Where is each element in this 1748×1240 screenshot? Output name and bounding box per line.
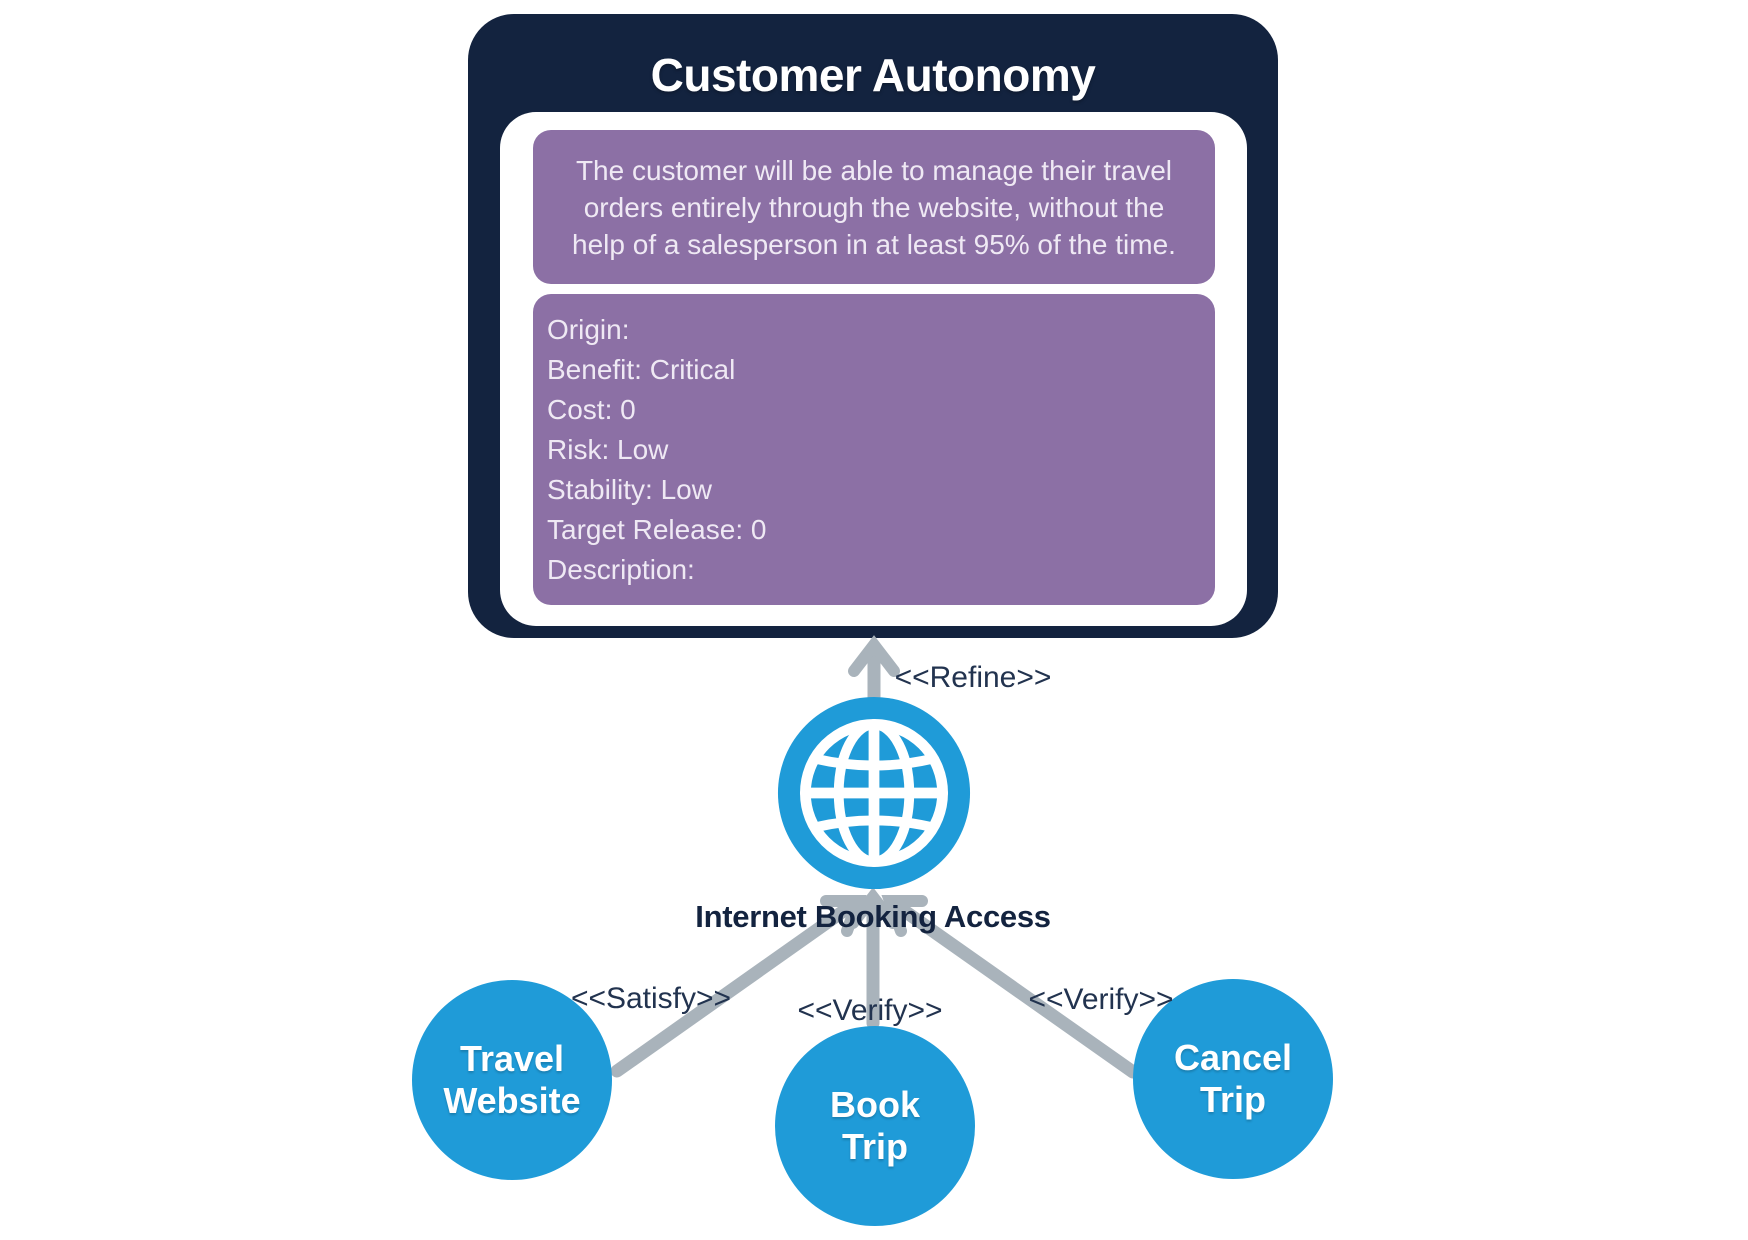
attribute-description: Description: [547,553,695,585]
satisfy-label: <<Satisfy>> [570,982,732,1015]
description-line: orders entirely through the website, wit… [583,191,1165,223]
attribute-cost: Cost: 0 [547,393,636,425]
requirement-title: Customer Autonomy [650,49,1096,101]
node-travel-website[interactable]: Travel Website [412,980,612,1180]
requirement-body: The customer will be able to manage thei… [500,112,1247,626]
attribute-benefit: Benefit: Critical [547,353,736,385]
attribute-stability: Stability: Low [547,473,712,505]
travel-website-label-line2: Website [443,1080,581,1121]
cancel-trip-label-line1: Cancel [1173,1037,1293,1078]
verify-cancel-label: <<Verify>> [1028,983,1174,1016]
refine-label: <<Refine>> [894,661,1052,694]
book-trip-label-line1: Book [830,1084,920,1125]
globe-icon [777,696,971,890]
internet-booking-access-label: Internet Booking Access [695,899,1051,934]
edge-refine[interactable] [848,635,900,704]
description-line: help of a salesperson in at least 95% of… [572,228,1176,260]
attribute-risk: Risk: Low [547,433,669,465]
verify-book-label: <<Verify>> [797,994,943,1027]
attribute-origin: Origin: [547,313,630,345]
travel-website-label-line1: Travel [459,1038,565,1079]
requirement-description: The customer will be able to manage thei… [533,130,1215,284]
edge-verify-book[interactable] [847,887,899,1030]
edge-verify-cancel[interactable] [881,895,1140,1079]
attribute-target-release: Target Release: 0 [547,513,767,545]
node-cancel-trip[interactable]: Cancel Trip [1133,979,1333,1179]
description-line: The customer will be able to manage thei… [575,154,1173,186]
node-book-trip[interactable]: Book Trip [775,1026,975,1226]
book-trip-label-line2: Trip [841,1126,908,1167]
node-internet-booking-access[interactable] [776,695,972,891]
requirement-card-customer-autonomy[interactable]: Customer Autonomy The customer will be a… [468,14,1278,638]
requirement-attributes: Origin: Benefit: Critical Cost: 0 Risk: … [533,294,1215,605]
cancel-trip-label-line2: Trip [1199,1079,1266,1120]
